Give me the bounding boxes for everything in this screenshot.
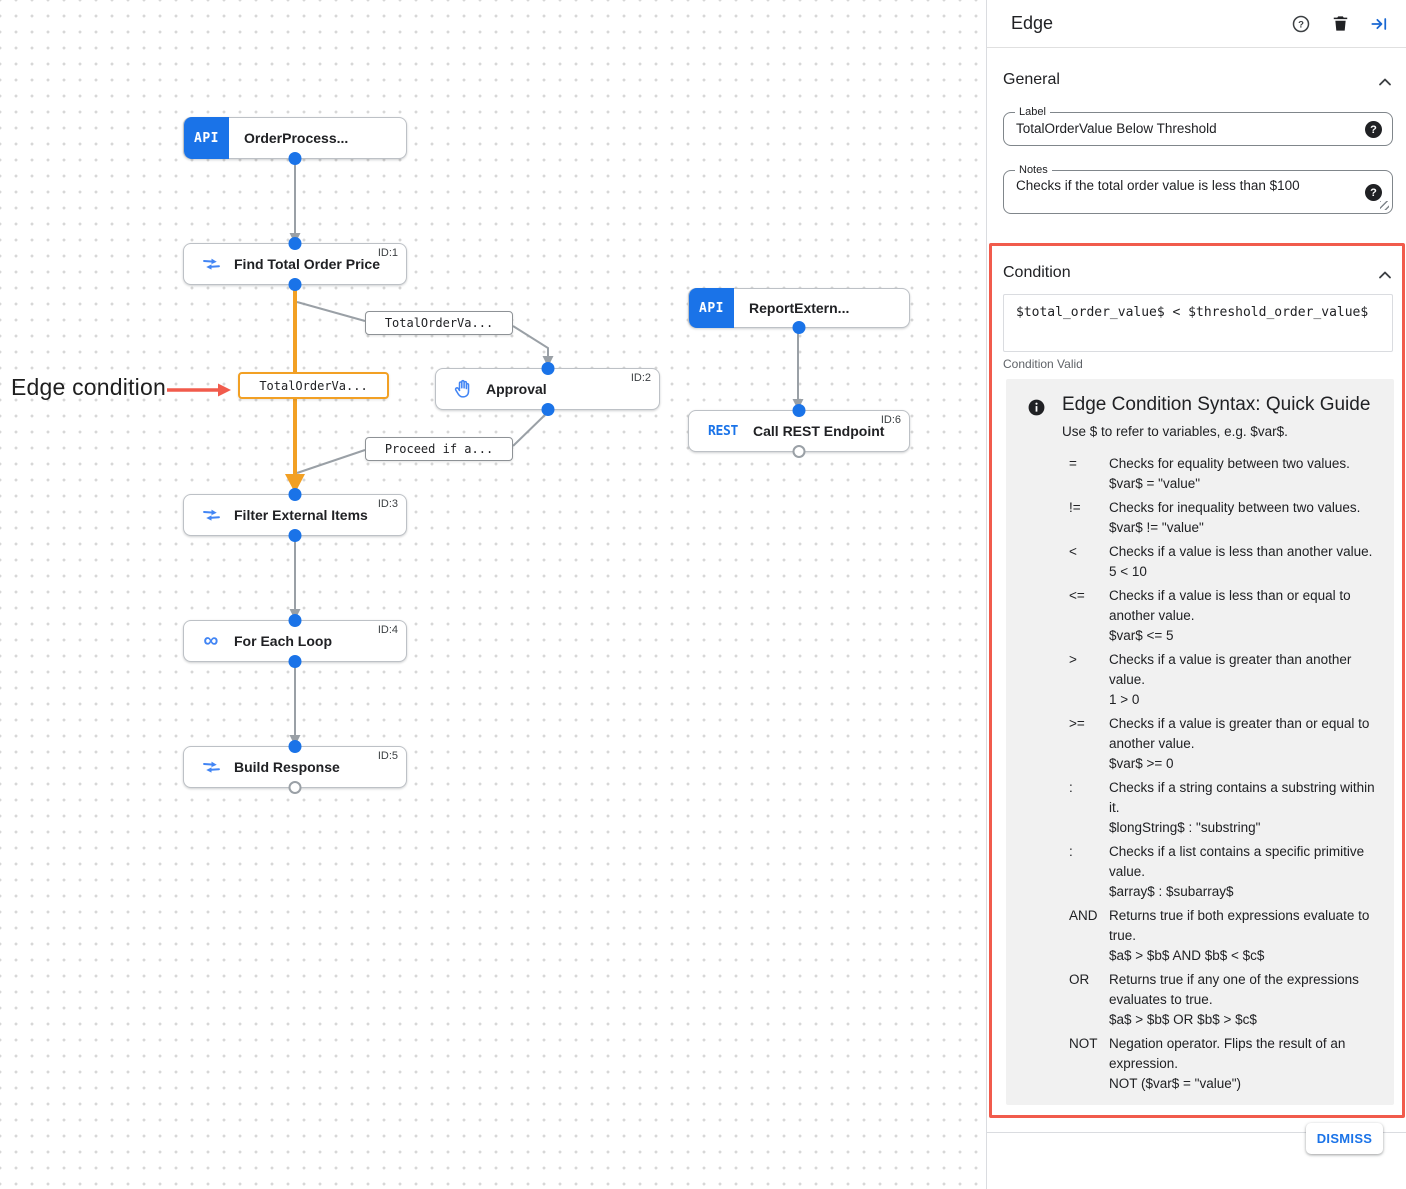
edge-label-total-order-approval[interactable]: TotalOrderVa... xyxy=(365,311,513,335)
guide-row: <=Checks if a value is less than or equa… xyxy=(1069,588,1351,643)
info-icon xyxy=(1027,398,1046,439)
node-title: Build Response xyxy=(234,759,340,775)
guide-title: Edge Condition Syntax: Quick Guide xyxy=(1062,394,1371,415)
node-title: OrderProcess... xyxy=(244,130,349,146)
edge-label-proceed[interactable]: Proceed if a... xyxy=(365,437,513,461)
output-port[interactable] xyxy=(288,152,302,165)
label-help-icon[interactable]: ? xyxy=(1365,121,1382,138)
output-port[interactable] xyxy=(792,321,806,334)
input-port[interactable] xyxy=(288,614,302,627)
node-for-each-loop[interactable]: ∞ For Each Loop ID:4 xyxy=(183,614,407,668)
node-build-response[interactable]: Build Response ID:5 xyxy=(183,740,407,794)
label-field[interactable]: Label ? xyxy=(1003,106,1393,146)
output-port[interactable] xyxy=(288,278,302,291)
data-mapping-icon xyxy=(200,756,222,778)
node-id-label: ID:6 xyxy=(880,414,901,426)
guide-row: <Checks if a value is less than another … xyxy=(1069,544,1373,579)
condition-expression-field[interactable]: $total_order_value$ < $threshold_order_v… xyxy=(1003,294,1393,352)
notes-field-caption: Notes xyxy=(1015,164,1052,177)
edge-label-total-order-highlighted[interactable]: TotalOrderVa... xyxy=(238,372,389,399)
for-each-loop-icon: ∞ xyxy=(203,629,219,652)
help-icon[interactable]: ? xyxy=(1290,13,1312,35)
node-title: Find Total Order Price xyxy=(234,256,380,272)
data-mapping-icon xyxy=(200,504,222,526)
node-title: For Each Loop xyxy=(234,633,332,649)
general-section-heading: General xyxy=(1003,71,1060,88)
svg-text:?: ? xyxy=(1298,19,1304,30)
input-port[interactable] xyxy=(792,404,806,417)
syntax-guide-box: Edge Condition Syntax: Quick Guide Use $… xyxy=(1006,379,1394,1105)
label-field-caption: Label xyxy=(1015,106,1050,119)
delete-icon[interactable] xyxy=(1329,13,1351,35)
node-title: Approval xyxy=(486,381,547,397)
api-badge-icon: API xyxy=(689,288,734,328)
node-id-label: ID:2 xyxy=(630,372,651,384)
hand-icon xyxy=(452,378,474,400)
condition-expression-input[interactable]: $total_order_value$ < $threshold_order_v… xyxy=(1016,305,1382,349)
workflow-edges xyxy=(167,160,804,746)
data-mapping-icon xyxy=(200,253,222,275)
output-port[interactable] xyxy=(288,655,302,668)
output-port[interactable] xyxy=(288,529,302,542)
node-id-label: ID:3 xyxy=(377,498,398,510)
notes-field[interactable]: Notes Checks if the total order value is… xyxy=(1003,164,1393,214)
input-port[interactable] xyxy=(288,740,302,753)
condition-status: Condition Valid xyxy=(1003,357,1083,371)
node-title: ReportExtern... xyxy=(749,300,850,316)
input-port[interactable] xyxy=(288,488,302,501)
node-find-total-order-price[interactable]: Find Total Order Price ID:1 xyxy=(183,237,407,291)
output-port[interactable] xyxy=(541,403,554,416)
input-port[interactable] xyxy=(541,362,554,375)
node-report-extern[interactable]: API ReportExtern... xyxy=(688,288,910,334)
guide-row: :Checks if a string contains a substring… xyxy=(1069,780,1375,835)
input-port[interactable] xyxy=(288,237,302,250)
rest-icon: REST xyxy=(707,423,739,439)
label-input[interactable] xyxy=(1016,121,1346,136)
node-id-label: ID:4 xyxy=(377,624,398,636)
node-order-process[interactable]: API OrderProcess... xyxy=(183,117,407,165)
dismiss-button[interactable]: DISMISS xyxy=(1306,1123,1383,1154)
condition-section-heading: Condition xyxy=(1003,264,1071,281)
api-badge-icon: API xyxy=(184,117,229,159)
collapse-general-icon[interactable] xyxy=(1375,72,1395,92)
node-approval[interactable]: Approval ID:2 xyxy=(435,362,660,416)
guide-row: >Checks if a value is greater than anoth… xyxy=(1069,652,1352,707)
collapse-condition-icon[interactable] xyxy=(1375,265,1395,285)
notes-help-icon[interactable]: ? xyxy=(1365,184,1382,201)
node-id-label: ID:1 xyxy=(377,247,398,259)
edge-condition-annotation: Edge condition xyxy=(11,374,166,400)
edge-config-panel: Edge ? General Label ? Not xyxy=(986,0,1406,1189)
node-title: Filter External Items xyxy=(234,507,368,523)
panel-title: Edge xyxy=(1011,13,1054,33)
resize-handle-icon[interactable] xyxy=(1380,201,1389,210)
node-title: Call REST Endpoint xyxy=(753,423,885,439)
guide-subtitle: Use $ to refer to variables, e.g. $var$. xyxy=(1062,424,1288,439)
notes-input[interactable]: Checks if the total order value is less … xyxy=(1016,178,1346,208)
panel-footer-divider xyxy=(987,1132,1406,1133)
guide-row: :Checks if a list contains a specific pr… xyxy=(1069,844,1365,899)
guide-row: =Checks for equality between two values.… xyxy=(1069,456,1350,491)
node-id-label: ID:5 xyxy=(377,750,398,762)
output-port[interactable] xyxy=(288,781,302,794)
guide-row: >=Checks if a value is greater than or e… xyxy=(1069,716,1370,771)
node-call-rest-endpoint[interactable]: REST Call REST Endpoint ID:6 xyxy=(688,404,910,458)
guide-row: !=Checks for inequality between two valu… xyxy=(1069,500,1361,535)
panel-header: Edge ? xyxy=(987,0,1406,48)
output-port[interactable] xyxy=(792,445,806,458)
node-filter-external-items[interactable]: Filter External Items ID:3 xyxy=(183,488,407,542)
workflow-canvas[interactable]: API OrderProcess... Find Total Order Pri… xyxy=(0,0,986,1189)
guide-rows: =Checks for equality between two values.… xyxy=(1069,454,1378,1094)
collapse-panel-icon[interactable] xyxy=(1368,13,1390,35)
